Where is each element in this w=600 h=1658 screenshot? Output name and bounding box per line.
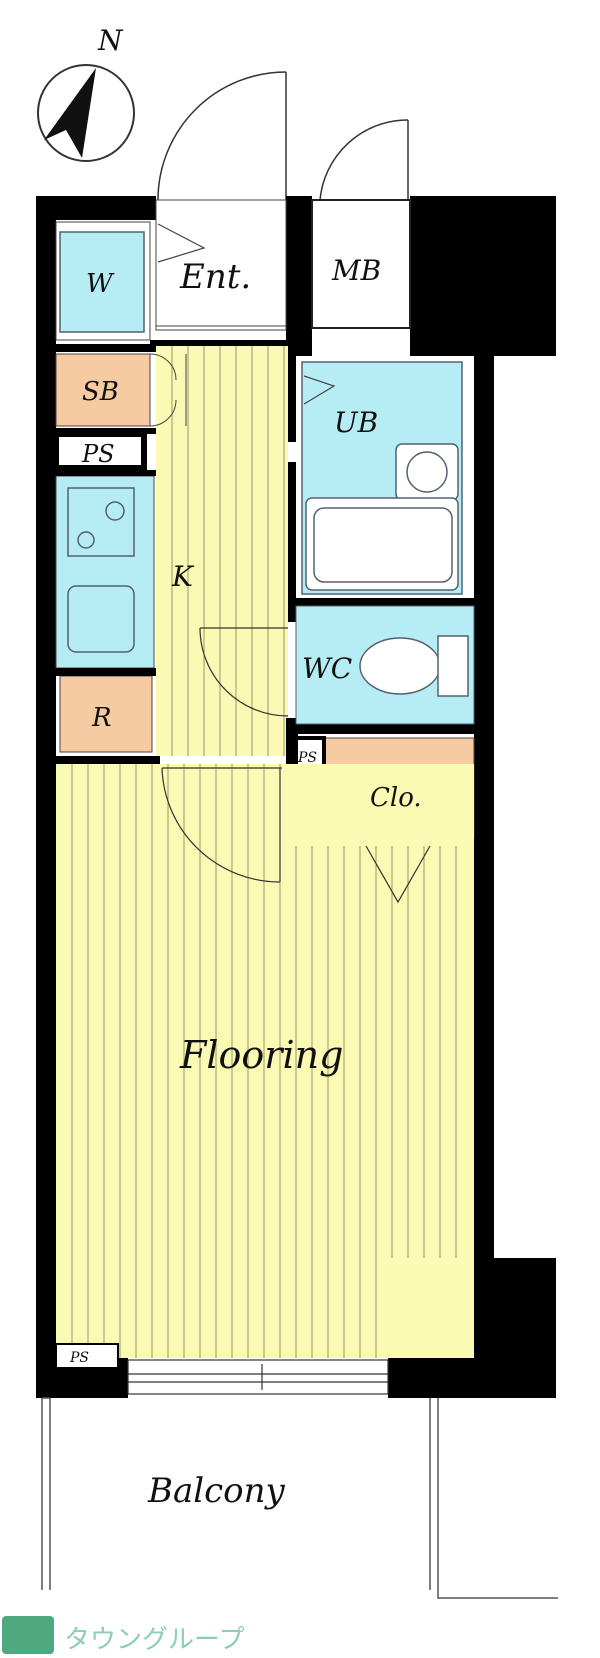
main-room-floor: [56, 764, 474, 1358]
room-label-kitchen: K: [171, 560, 195, 593]
room-label-toilet: WC: [302, 652, 352, 685]
entrance-area: [155, 199, 287, 331]
bathtub-icon: [305, 497, 459, 591]
room-door: [161, 767, 282, 883]
watermark: タウングループ: [2, 1616, 244, 1655]
balcony-window: [127, 1359, 389, 1395]
closet-door: [365, 845, 431, 904]
pipe-space-bottom: [55, 1343, 119, 1369]
watermark-text: タウングループ: [64, 1625, 244, 1655]
shoe-box: [55, 353, 151, 427]
room-label-unit-bath: UB: [334, 406, 378, 439]
main-room-floor-lines: [71, 764, 457, 1358]
room-label-pipe-space-bottom: PS: [69, 1350, 89, 1366]
room-label-entrance: Ent.: [179, 257, 251, 297]
room-label-closet: Clo.: [370, 783, 422, 813]
entrance-door: [157, 71, 287, 201]
outer-walls: [36, 196, 556, 1398]
stove-burner-icon: [77, 531, 95, 549]
toilet-tank-icon: [437, 635, 469, 697]
room-label-flooring: Flooring: [179, 1033, 343, 1077]
refrigerator-space: [59, 675, 153, 753]
room-label-refrigerator: R: [91, 703, 112, 733]
kitchen-floor: [156, 344, 288, 756]
sink-icon: [67, 585, 135, 653]
kitchen-counter: [55, 475, 155, 669]
room-label-pipe-space-top: PS: [81, 440, 115, 468]
kitchen-floor-lines: [171, 344, 285, 756]
room-label-pipe-space-mid: PS: [297, 750, 317, 766]
compass-north-label: N: [97, 24, 124, 57]
meter-box: [311, 199, 411, 329]
room-label-washer: W: [86, 269, 115, 299]
room-label-balcony: Balcony: [147, 1471, 286, 1511]
room-label-shoe-box: SB: [82, 377, 119, 407]
toilet-bowl-icon: [359, 637, 441, 695]
balcony: [41, 1397, 558, 1599]
meter-box-door: [319, 119, 409, 201]
compass: N: [37, 24, 135, 162]
stove-burner-icon: [105, 501, 125, 521]
watermark-logo-icon: [2, 1616, 54, 1654]
toilet-door: [199, 627, 289, 717]
room-label-meter-box: MB: [331, 254, 381, 287]
interior-walls: [56, 340, 474, 846]
north-arrow-icon: [44, 68, 96, 158]
